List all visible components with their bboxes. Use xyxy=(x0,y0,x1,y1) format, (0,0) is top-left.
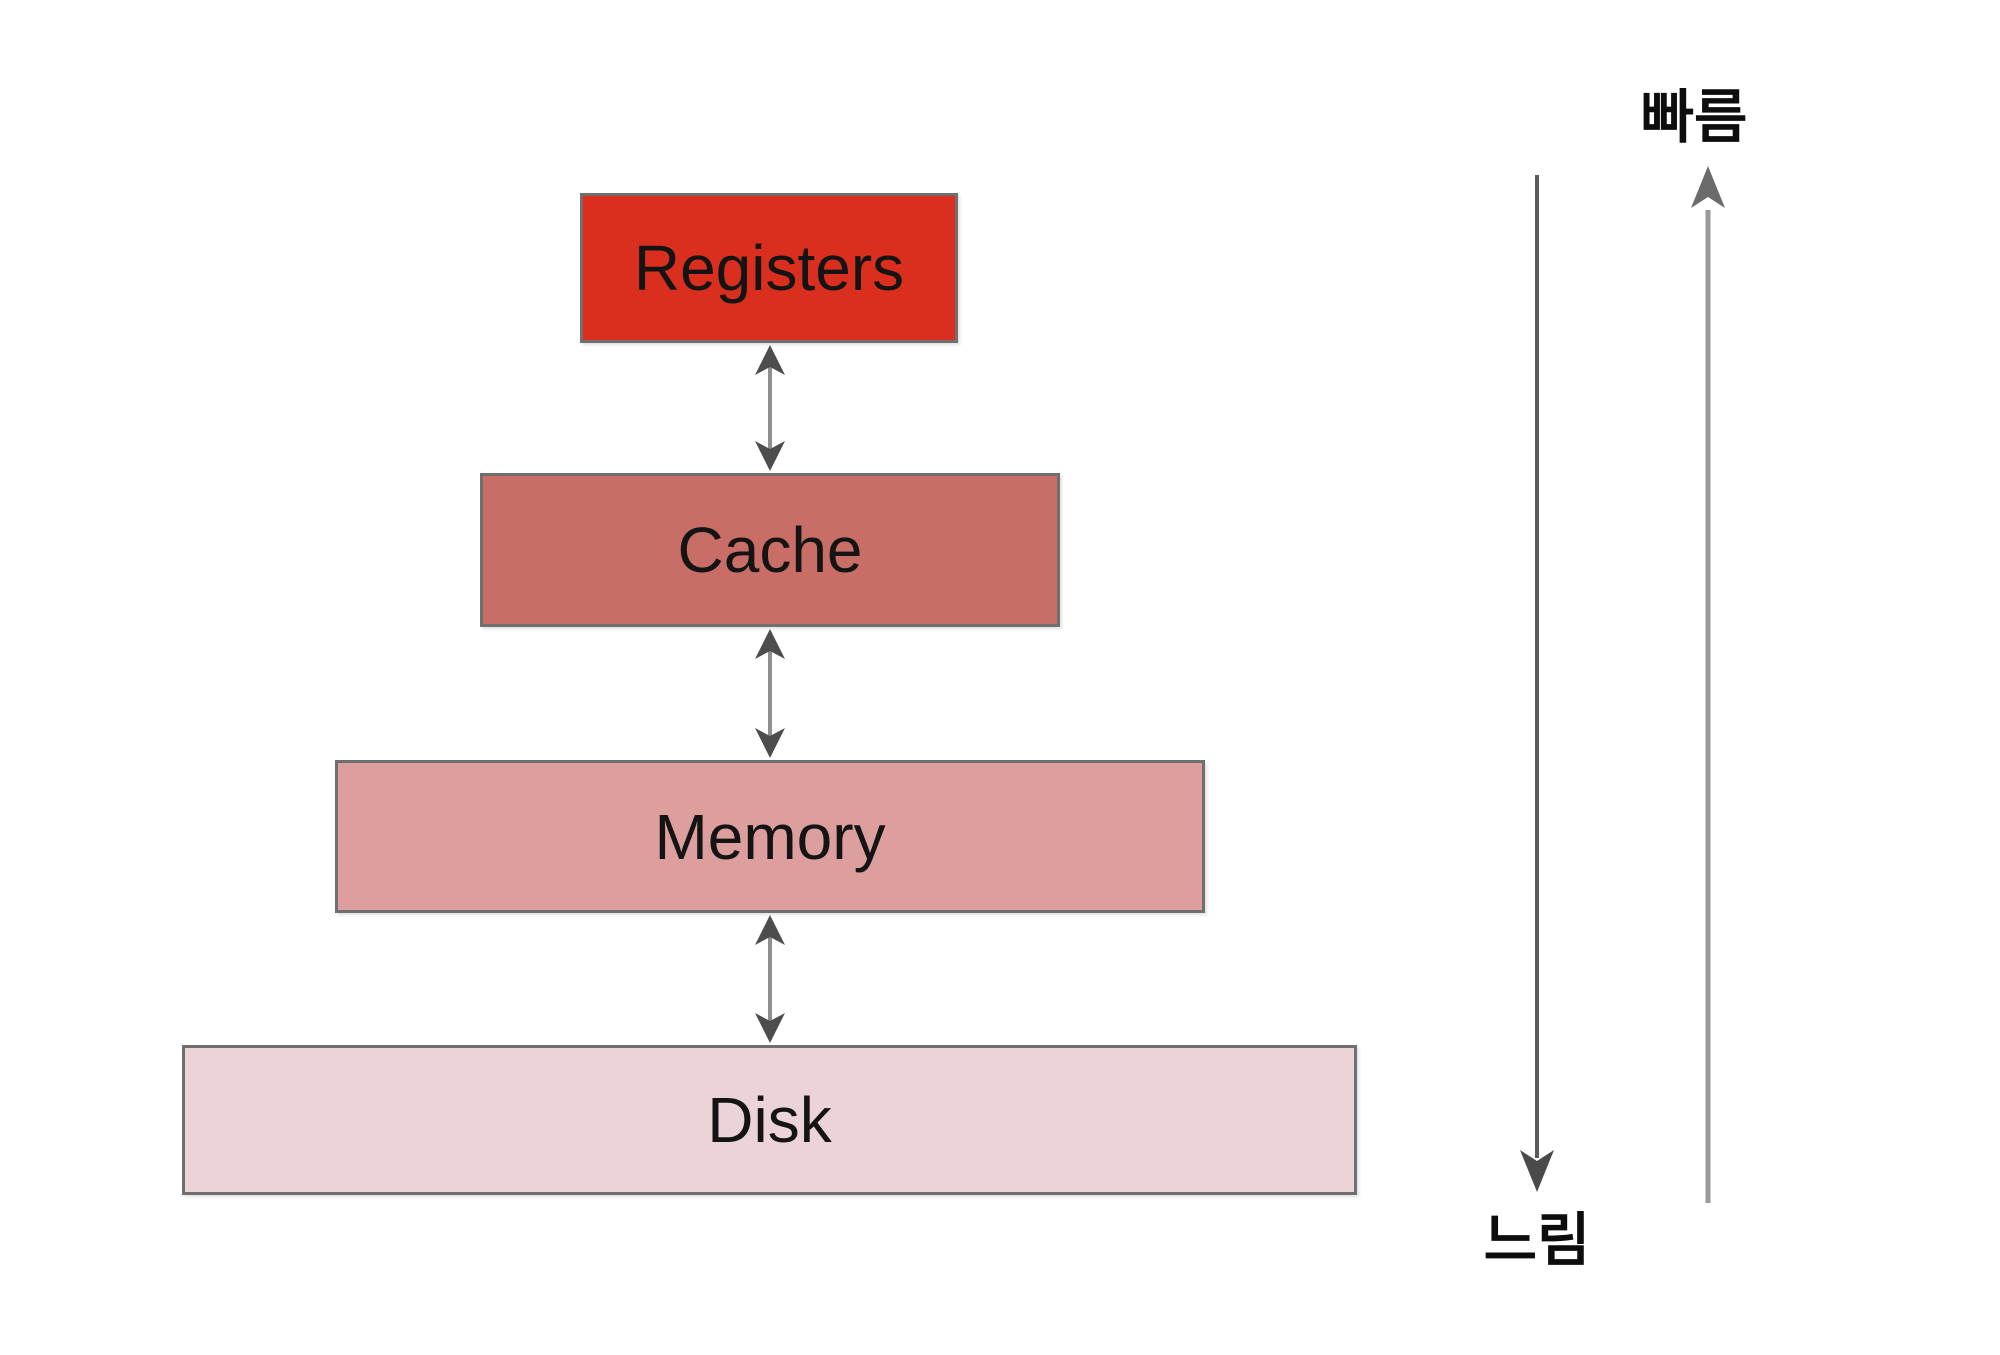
registers-cache-arrow xyxy=(755,345,785,471)
disk-label: Disk xyxy=(707,1084,832,1156)
arrowhead-up-icon xyxy=(755,915,785,945)
arrowhead-down-icon xyxy=(755,441,785,471)
arrowhead-up-icon xyxy=(755,345,785,375)
registers-label: Registers xyxy=(633,232,905,304)
cache-label: Cache xyxy=(677,514,863,586)
arrowhead-up-icon xyxy=(755,629,785,659)
memory-label: Memory xyxy=(654,800,886,873)
fast-label: 빠름 xyxy=(1640,83,1748,151)
slow-axis-arrow xyxy=(1520,175,1554,1192)
arrowhead-down-icon xyxy=(755,728,785,758)
cache-memory-arrow xyxy=(755,629,785,758)
arrowhead-down-icon xyxy=(755,1013,785,1043)
arrowhead-down-icon xyxy=(1520,1150,1554,1192)
arrowhead-up-icon xyxy=(1691,166,1725,208)
memory-box: Memory xyxy=(335,760,1205,913)
disk-box: Disk xyxy=(182,1045,1357,1195)
cache-box: Cache xyxy=(480,473,1060,627)
registers-box: Registers xyxy=(580,193,958,343)
slow-label: 느림 xyxy=(1483,1206,1591,1274)
fast-axis-arrow xyxy=(1691,166,1725,1203)
memory-disk-arrow xyxy=(755,915,785,1043)
